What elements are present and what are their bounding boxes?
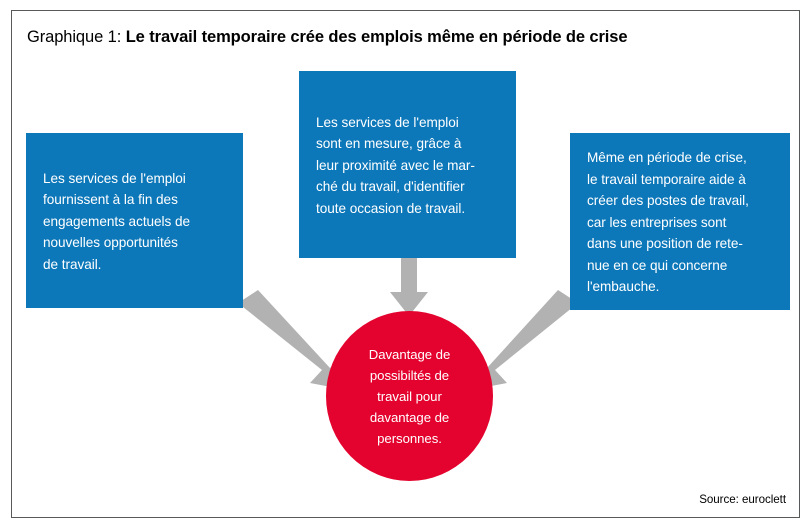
cause-box-middle: Les services de l'emploi sont en mesure,…: [299, 71, 516, 258]
cause-box-right-text: Même en période de crise, le travail tem…: [587, 150, 749, 295]
source-note: Source: euroclett: [699, 493, 786, 506]
page-title-main: Le travail temporaire crée des emplois m…: [125, 28, 628, 46]
cause-box-right: Même en période de crise, le travail tem…: [570, 133, 790, 310]
outcome-circle-text: Davantage de possibiltés de travail pour…: [368, 346, 451, 446]
cause-box-left-text: Les services de l'emploi fournissent à l…: [43, 170, 191, 272]
cause-box-left: Les services de l'emploi fournissent à l…: [26, 133, 243, 308]
cause-box-middle-text: Les services de l'emploi sont en mesure,…: [316, 114, 475, 216]
outcome-circle: Davantage de possibiltés de travail pour…: [326, 311, 493, 481]
page-title-prefix: Graphique 1:: [27, 28, 126, 46]
page-title: Graphique 1: Le travail temporaire crée …: [27, 26, 628, 48]
